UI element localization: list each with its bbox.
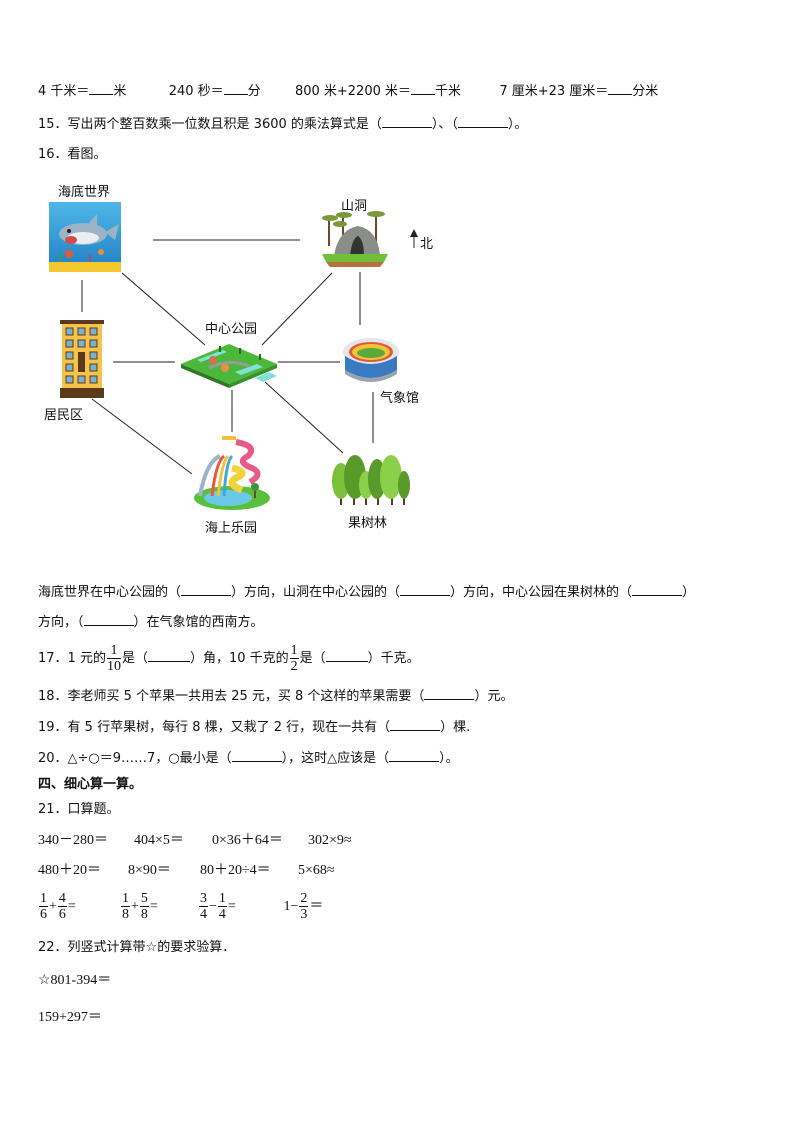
residential-image — [58, 320, 106, 398]
label-residential: 居民区 — [44, 408, 84, 423]
q14-item-2: 240 秒＝分 — [168, 82, 261, 99]
answer-blank[interactable] — [181, 583, 232, 596]
waterslide-icon — [194, 436, 270, 510]
answer-blank[interactable] — [147, 649, 190, 662]
question-number: 15． — [38, 117, 68, 132]
park-icon — [181, 344, 277, 388]
answer-blank[interactable] — [608, 82, 633, 95]
answer-blank[interactable] — [223, 82, 248, 95]
question-number: 21． — [38, 802, 68, 817]
mental-math-item: 404×5＝ — [134, 833, 184, 848]
label-weather-station: 气象馆 — [380, 391, 420, 406]
q14-item-4: 7 厘米+23 厘米＝分米 — [499, 82, 659, 99]
answer-blank[interactable] — [390, 718, 441, 731]
weather-station-image — [341, 336, 401, 384]
question-number: 18． — [38, 689, 68, 704]
building-icon — [60, 320, 104, 398]
question-16-line-1: 海底世界在中心公园的（）方向，山洞在中心公园的（）方向，中心公园在果树林的（） — [38, 583, 696, 600]
question-16-line-2: 方向，（）在气象馆的西南方。 — [38, 613, 264, 630]
waterpark-image — [192, 432, 274, 514]
answer-blank[interactable] — [424, 687, 475, 700]
map-connector-lines — [81, 229, 418, 475]
mental-math-item: 5×68≈ — [298, 863, 335, 878]
question-21: 21．口算题。 — [38, 802, 120, 817]
answer-blank[interactable] — [400, 583, 451, 596]
label-orchard: 果树林 — [348, 516, 388, 531]
answer-blank[interactable] — [325, 649, 368, 662]
q21-row-2: 480＋20＝ 8×90＝ 80＋20÷4＝ 5×68≈ — [38, 862, 335, 880]
q22-item-1: ☆801-394＝ — [38, 973, 112, 988]
mental-math-item: 480＋20＝ — [38, 863, 101, 878]
label-cave: 山洞 — [341, 199, 368, 214]
question-22: 22．列竖式计算带☆的要求验算． — [38, 940, 236, 955]
label-waterpark: 海上乐园 — [205, 521, 258, 536]
label-park: 中心公园 — [205, 322, 258, 337]
shark-icon — [49, 202, 121, 272]
stadium-icon — [343, 338, 399, 382]
q22-item-2: 159+297＝ — [38, 1010, 102, 1025]
question-number: 22． — [38, 940, 68, 955]
park-image — [179, 338, 279, 390]
orchard-image — [331, 453, 411, 505]
answer-blank[interactable] — [389, 749, 440, 762]
question-18: 18．李老师买 5 个苹果一共用去 25 元，买 8 个这样的苹果需要（）元。 — [38, 687, 514, 704]
cave-icon — [322, 211, 388, 267]
question-number: 19． — [38, 720, 68, 735]
answer-blank[interactable] — [457, 115, 508, 128]
answer-blank[interactable] — [632, 583, 683, 596]
mental-math-item: 0×36＋64＝ — [212, 833, 283, 848]
answer-blank[interactable] — [231, 749, 282, 762]
question-15: 15．写出两个整百数乘一位数且积是 3600 的乘法算式是（）、（）。 — [38, 115, 528, 132]
label-seaworld: 海底世界 — [58, 185, 111, 200]
cave-image — [320, 210, 390, 268]
answer-blank[interactable] — [83, 613, 134, 626]
question-number: 17． — [38, 651, 68, 666]
answer-blank[interactable] — [411, 82, 436, 95]
seaworld-image — [49, 202, 121, 272]
question-16: 16．看图。 — [38, 147, 107, 162]
mental-math-item: 8×90＝ — [128, 863, 171, 878]
section-4-heading: 四、细心算一算。 — [38, 777, 143, 792]
question-20: 20．△÷○＝9……7，○最小是（），这时△应该是（）。 — [38, 749, 459, 766]
mental-math-item: 302×9≈ — [308, 833, 352, 848]
trees-icon — [332, 455, 410, 505]
answer-blank[interactable] — [381, 115, 432, 128]
question-number: 20． — [38, 751, 68, 766]
question-19: 19．有 5 行苹果树，每行 8 棵，又栽了 2 行，现在一共有（）棵. — [38, 718, 471, 735]
q21-row-1: 340－280＝ 404×5＝ 0×36＋64＝ 302×9≈ — [38, 832, 352, 850]
question-number: 16． — [38, 147, 68, 162]
answer-blank[interactable] — [89, 82, 114, 95]
q14-item-1: 4 千米＝米 — [38, 82, 127, 99]
q14-conversion-row: 4 千米＝米 240 秒＝分 800 米+2200 米＝千米 7 厘米+23 厘… — [38, 82, 658, 101]
mental-math-item: 340－280＝ — [38, 833, 108, 848]
north-label: 北 — [420, 237, 434, 252]
mental-math-item: 80＋20÷4＝ — [200, 863, 271, 878]
q14-item-3: 800 米+2200 米＝千米 — [294, 82, 462, 99]
